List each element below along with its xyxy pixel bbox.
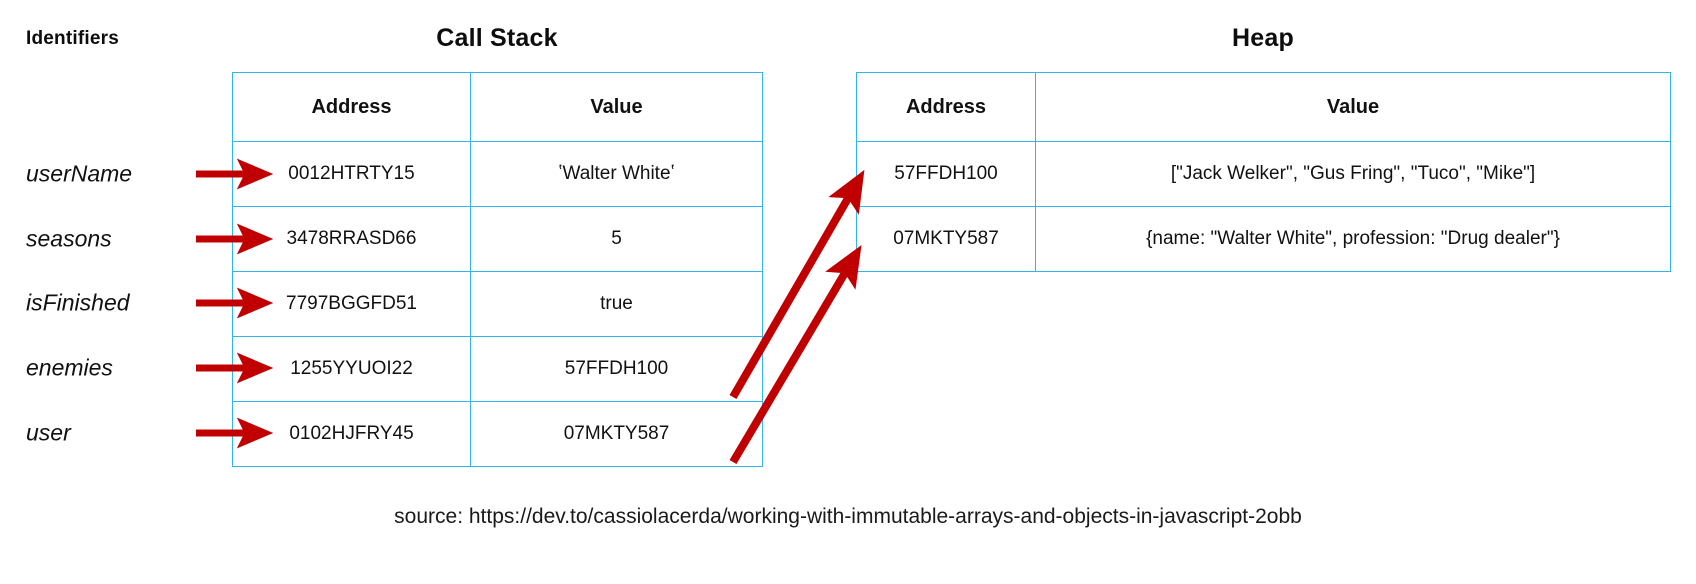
call-stack-value-cell: 57FFDH100 xyxy=(470,336,763,402)
identifier-label-enemies: enemies xyxy=(26,354,113,381)
call-stack-value-cell: ʽWalter Whiteʽ xyxy=(470,141,763,207)
call-stack-address-cell: 7797BGGFD51 xyxy=(232,271,471,337)
source-caption: source: https://dev.to/cassiolacerda/wor… xyxy=(394,505,1302,528)
heap-heading: Heap xyxy=(1232,24,1294,52)
call-stack-table: Address Value 0012HTRTY15 ʽWalter Whiteʽ… xyxy=(232,72,763,467)
call-stack-value-cell: true xyxy=(470,271,763,337)
table-row: 57FFDH100 ["Jack Welker", "Gus Fring", "… xyxy=(856,141,1671,207)
identifier-label-seasons: seasons xyxy=(26,225,112,252)
table-row: 1255YYUOI22 57FFDH100 xyxy=(232,336,763,402)
heap-table: Address Value 57FFDH100 ["Jack Welker", … xyxy=(856,72,1671,272)
call-stack-address-cell: 1255YYUOI22 xyxy=(232,336,471,402)
identifiers-heading: Identifiers xyxy=(26,28,119,49)
heap-header-address: Address xyxy=(856,72,1036,142)
call-stack-header-row: Address Value xyxy=(232,72,763,142)
table-row: 7797BGGFD51 true xyxy=(232,271,763,337)
heap-address-cell: 57FFDH100 xyxy=(856,141,1036,207)
heap-value-cell: ["Jack Welker", "Gus Fring", "Tuco", "Mi… xyxy=(1035,141,1671,207)
heap-value-cell: {name: "Walter White", profession: "Drug… xyxy=(1035,206,1671,272)
table-row: 07MKTY587 {name: "Walter White", profess… xyxy=(856,206,1671,272)
table-row: 0102HJFRY45 07MKTY587 xyxy=(232,401,763,467)
table-row: 0012HTRTY15 ʽWalter Whiteʽ xyxy=(232,141,763,207)
heap-address-cell: 07MKTY587 xyxy=(856,206,1036,272)
call-stack-value-cell: 07MKTY587 xyxy=(470,401,763,467)
call-stack-address-cell: 3478RRASD66 xyxy=(232,206,471,272)
call-stack-header-address: Address xyxy=(232,72,471,142)
heap-header-row: Address Value xyxy=(856,72,1671,142)
identifier-label-username: userName xyxy=(26,160,133,187)
call-stack-value-cell: 5 xyxy=(470,206,763,272)
heap-header-value: Value xyxy=(1035,72,1671,142)
call-stack-heading: Call Stack xyxy=(436,24,558,52)
call-stack-address-cell: 0012HTRTY15 xyxy=(232,141,471,207)
identifier-label-isfinished: isFinished xyxy=(26,289,130,316)
table-row: 3478RRASD66 5 xyxy=(232,206,763,272)
call-stack-header-value: Value xyxy=(470,72,763,142)
identifier-label-user: user xyxy=(26,419,71,446)
call-stack-address-cell: 0102HJFRY45 xyxy=(232,401,471,467)
